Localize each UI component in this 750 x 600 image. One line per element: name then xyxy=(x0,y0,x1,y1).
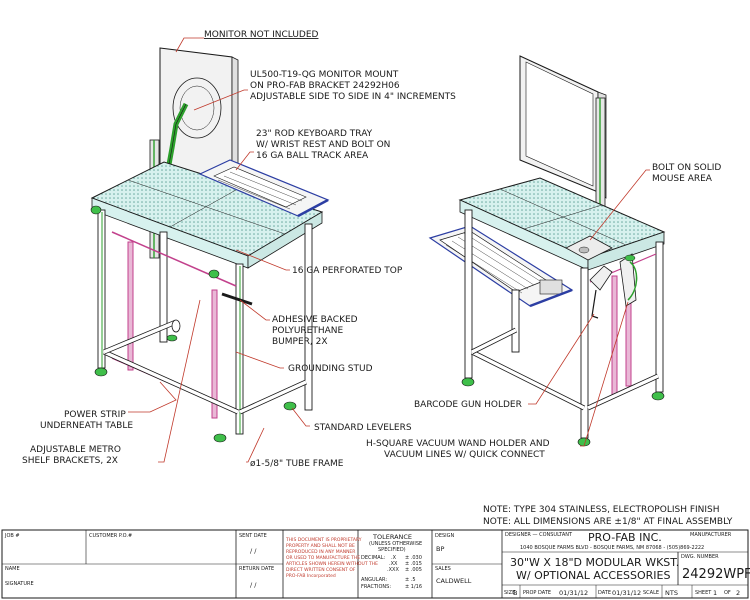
tb-disclaimer-line: PROPERTY AND SHALL NOT BE xyxy=(286,543,355,549)
tb-decimal-xxx: .XXX xyxy=(387,567,399,573)
leader-lines xyxy=(128,37,650,463)
tb-prop-date-label: PROP DATE xyxy=(523,590,551,596)
right-workstation-view xyxy=(428,55,666,447)
tb-disclaimer-line: REPRODUCED IN ANY MANNER xyxy=(286,549,355,555)
left-workstation-view xyxy=(90,47,330,443)
callout-mount-line-2: ON PRO-FAB BRACKET 24292H06 xyxy=(250,81,400,91)
right-stretchers xyxy=(470,327,660,411)
tb-prop-date-value: 01/31/12 xyxy=(559,589,588,597)
callout-perforated-top: 16 GA PERFORATED TOP xyxy=(292,266,403,276)
tb-address: 1040 BOSQUE FARMS BLVD - BOSQUE FARMS, N… xyxy=(520,545,704,551)
tb-date-label: DATE xyxy=(598,590,611,596)
callout-power-strip-line-1: POWER STRIP xyxy=(64,410,126,420)
callout-tube-frame: ø1-5/8" TUBE FRAME xyxy=(250,459,344,469)
tb-date-value: 01/31/12 xyxy=(612,589,641,597)
tb-scale-label: SCALE xyxy=(643,590,659,596)
right-levelers xyxy=(461,377,665,447)
callout-bumper-line-1: ADHESIVE BACKED xyxy=(272,315,358,325)
tb-scale-value: NTS xyxy=(665,589,678,597)
callout-metro-line-1: ADJUSTABLE METRO xyxy=(30,445,121,455)
callout-grounding-stud: GROUNDING STUD xyxy=(288,364,373,374)
tb-sales-value: CALDWELL xyxy=(436,577,472,585)
tb-disclaimer-line: OR USED TO MANUFACTURE THE xyxy=(286,555,360,561)
tb-tolerance: TOLERANCE (UNLESS OTHERWISE SPECIFIED) D… xyxy=(361,533,422,590)
tb-disclaimer-line: DIRECT WRITTEN CONSENT OF xyxy=(286,567,356,573)
tb-decimal-xxx-val: ± .005 xyxy=(405,567,422,573)
callout-mount-line-3: ADJUSTABLE SIDE TO SIDE IN 4" INCREMENTS xyxy=(250,92,456,102)
tb-angular-val: ± .5 xyxy=(405,577,416,583)
title-block: JOB # CUSTOMER P.O.# NAME SIGNATURE SENT… xyxy=(1,529,750,599)
callout-power-strip-line-2: UNDERNEATH TABLE xyxy=(40,421,133,431)
tb-designer-label: DESIGNER — CONSULTANT xyxy=(505,532,573,538)
tb-disclaimer-line: ARTICLES SHOWN HEREIN WITHOUT THE xyxy=(286,561,378,567)
callout-tray-line-1: 23" ROD KEYBOARD TRAY xyxy=(256,129,373,139)
tb-dwg-number-label: DWG. NUMBER xyxy=(681,554,719,560)
tb-tolerance-title: TOLERANCE xyxy=(372,533,412,541)
callout-mouse-line-1: BOLT ON SOLID xyxy=(652,163,721,173)
callout-mouse-line-2: MOUSE AREA xyxy=(652,174,713,184)
tb-of-label: OF xyxy=(724,590,731,596)
right-monitor xyxy=(519,55,607,199)
left-perforated-top xyxy=(90,161,324,269)
tb-tolerance-sub1: (UNLESS OTHERWISE xyxy=(369,541,422,547)
callout-metro-line-2: SHELF BRACKETS, 2X xyxy=(22,456,118,466)
callout-standard-levelers: STANDARD LEVELERS xyxy=(314,423,412,433)
callout-bumper-line-3: BUMPER, 2X xyxy=(272,337,328,347)
tb-decimal-xx: .XX xyxy=(389,561,398,567)
note-dimensions: NOTE: ALL DIMENSIONS ARE ±1/8" AT FINAL … xyxy=(483,517,733,527)
right-frame-legs xyxy=(464,209,664,439)
callout-monitor-not-included: MONITOR NOT INCLUDED xyxy=(204,30,319,40)
tb-fractions-val: ± 1/16 xyxy=(405,584,422,590)
callout-bumper-line-2: POLYURETHANE xyxy=(272,326,344,336)
tb-decimal-label: DECIMAL: xyxy=(361,555,385,561)
left-levelers xyxy=(90,205,297,443)
tb-sheet-label: SHEET xyxy=(695,590,712,596)
right-accessory-holders xyxy=(589,253,638,319)
tb-sent-date-label: SENT DATE xyxy=(239,533,267,539)
tb-signature-label: SIGNATURE xyxy=(5,581,34,587)
tb-angular-label: ANGULAR: xyxy=(361,577,387,583)
tb-design-label: DESIGN xyxy=(435,533,455,539)
tb-company-name: PRO-FAB INC. xyxy=(588,531,662,544)
note-stainless: NOTE: TYPE 304 STAINLESS, ELECTROPOLISH … xyxy=(483,505,720,515)
tb-title-line-2: W/ OPTIONAL ACCESSORIES xyxy=(516,569,670,582)
tb-job-label: JOB # xyxy=(4,533,20,539)
tb-return-date-value: / / xyxy=(250,581,257,589)
callout-mount-line-1: UL500-T19-QG MONITOR MOUNT xyxy=(250,70,399,80)
tb-dwg-number: 24292WPF xyxy=(682,567,750,582)
tb-tolerance-sub2: SPECIFIED) xyxy=(378,547,406,553)
tb-decimal-xx-val: ± .015 xyxy=(405,561,422,567)
callout-vacuum-line-1: H-SQUARE VACUUM WAND HOLDER AND xyxy=(366,439,550,449)
left-keyboard-tray xyxy=(198,159,330,218)
right-mouse-area xyxy=(565,235,613,261)
tb-disclaimer: THIS DOCUMENT IS PROPRIETARY PROPERTY AN… xyxy=(285,537,378,579)
tb-fractions-label: FRACTIONS: xyxy=(361,584,391,590)
tb-of-value: 2 xyxy=(736,589,740,597)
tb-disclaimer-line: PRO-FAB Incorporated xyxy=(286,573,336,579)
tb-name-label: NAME xyxy=(5,566,20,572)
tb-size-label: SIZE xyxy=(504,590,515,596)
tb-decimal-x-val: ± .030 xyxy=(405,555,422,561)
tb-sent-date-value: / / xyxy=(250,547,257,555)
callouts: MONITOR NOT INCLUDED UL500-T19-QG MONITO… xyxy=(22,30,733,527)
right-perforated-top xyxy=(458,177,666,271)
tb-size-value: B xyxy=(513,589,517,597)
tb-customer-po-label: CUSTOMER P.O.# xyxy=(89,533,132,539)
tb-design-value: BP xyxy=(436,545,444,553)
tb-decimal-x: .X xyxy=(391,555,397,561)
tb-sales-label: SALES xyxy=(435,566,451,572)
tb-return-date-label: RETURN DATE xyxy=(239,566,274,572)
left-stretchers xyxy=(102,292,308,415)
callout-tray-line-2: W/ WRIST REST AND BOLT ON xyxy=(256,140,390,150)
left-frame-legs xyxy=(97,209,313,435)
tb-manufacturer-label: MANUFACTURER xyxy=(690,532,732,538)
tb-sheet-value: 1 xyxy=(713,589,717,597)
tb-title-line-1: 30"W X 18"D MODULAR WKST. xyxy=(510,556,679,569)
callout-barcode-holder: BARCODE GUN HOLDER xyxy=(414,400,522,410)
callout-tray-line-3: 16 GA BALL TRACK AREA xyxy=(256,151,369,161)
tb-disclaimer-line: THIS DOCUMENT IS PROPRIETARY xyxy=(285,537,362,543)
callout-vacuum-line-2: VACUUM LINES W/ QUICK CONNECT xyxy=(384,450,545,460)
